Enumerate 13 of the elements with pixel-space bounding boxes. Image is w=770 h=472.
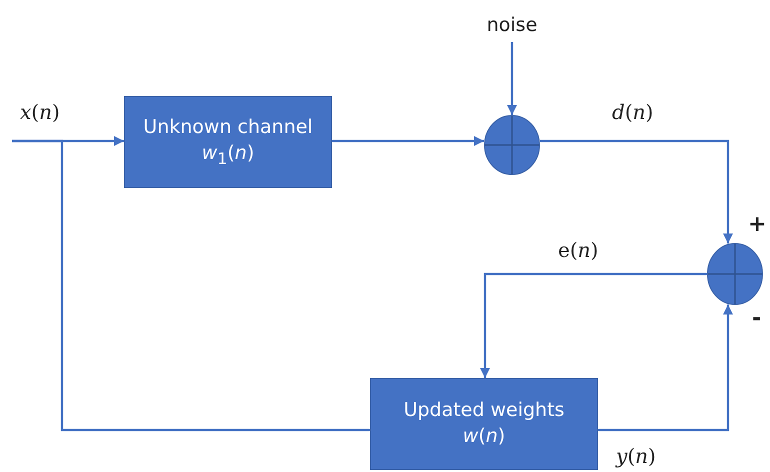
signal-arrow: [332, 136, 484, 146]
process-box: Updated weights w(n): [370, 378, 598, 470]
summing-junction: [484, 115, 540, 175]
input-label: noise: [470, 8, 554, 42]
signal-arrow: [540, 140, 733, 244]
sign-label: -: [752, 306, 762, 331]
signal-arrow: [507, 42, 517, 115]
process-box: Unknown channel w$_{1}$(n): [124, 96, 332, 188]
sign-label: +: [748, 212, 766, 237]
signal-arrow: [598, 304, 733, 432]
signal-line: [12, 140, 370, 432]
signal-arrow: [480, 272, 707, 378]
summing-junction: [707, 243, 763, 305]
